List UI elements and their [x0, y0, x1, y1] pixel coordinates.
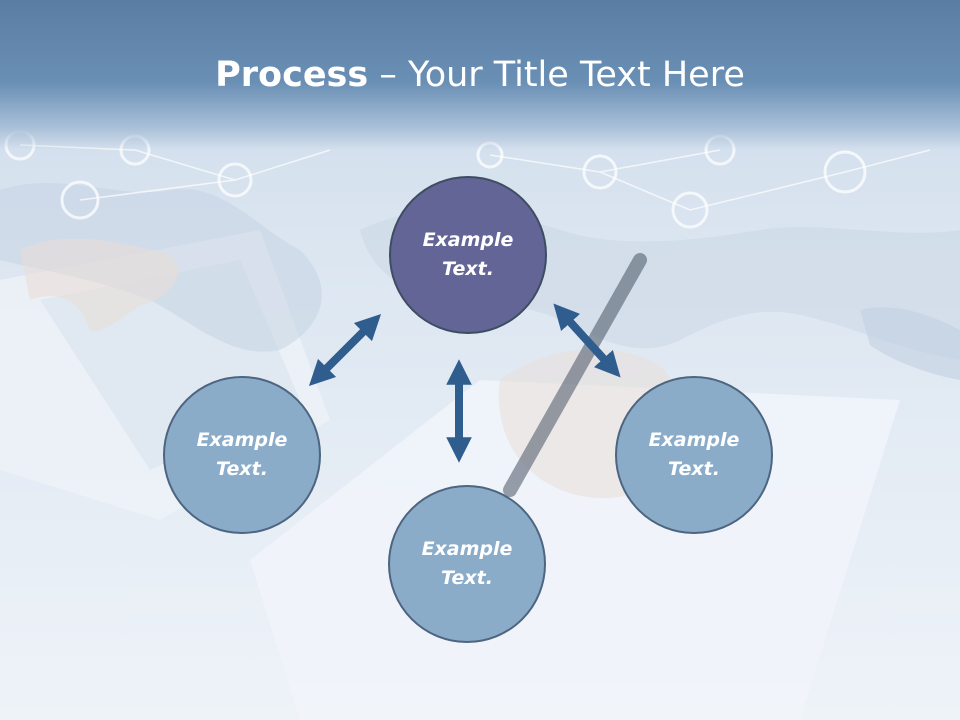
double-arrow-icon: [553, 303, 621, 378]
process-node-top[interactable]: Example Text.: [389, 176, 547, 334]
page-title[interactable]: Process – Your Title Text Here: [0, 52, 960, 98]
node-line-1: Example: [196, 429, 288, 451]
title-bar: [0, 0, 960, 150]
title-rest: – Your Title Text Here: [368, 55, 745, 95]
node-line-2: Text.: [216, 458, 268, 480]
node-line-2: Text.: [668, 458, 720, 480]
process-node-bottom[interactable]: Example Text.: [388, 485, 546, 643]
double-arrow-icon: [308, 313, 382, 387]
node-line-1: Example: [421, 538, 513, 560]
title-bold: Process: [215, 55, 369, 95]
node-line-2: Text.: [442, 258, 494, 280]
process-node-left[interactable]: Example Text.: [163, 376, 321, 534]
node-line-1: Example: [422, 229, 514, 251]
process-node-right[interactable]: Example Text.: [615, 376, 773, 534]
node-line-1: Example: [648, 429, 740, 451]
node-line-2: Text.: [441, 567, 493, 589]
